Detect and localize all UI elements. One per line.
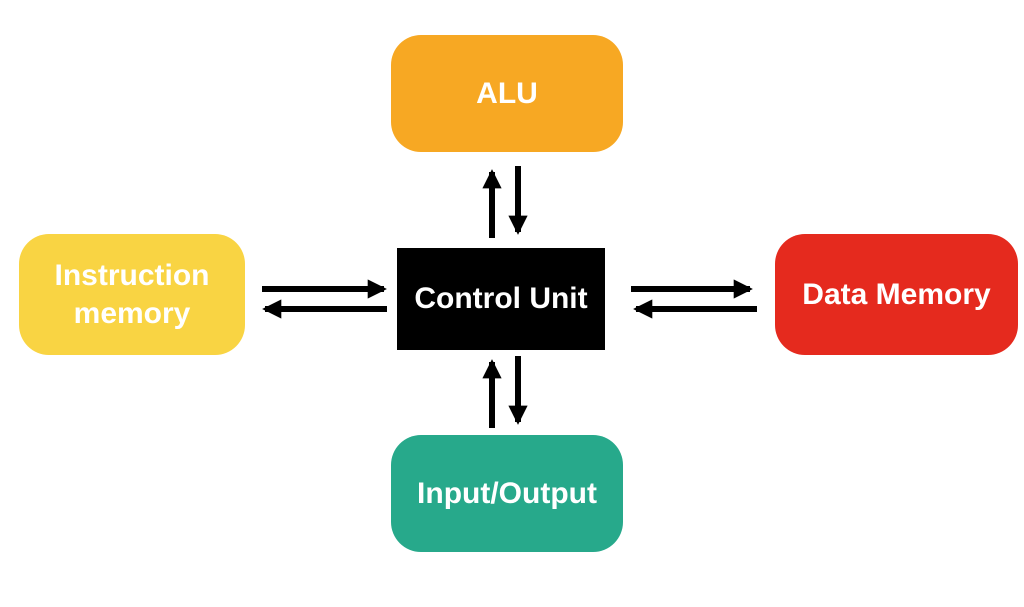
node-data-memory-label: Data Memory bbox=[802, 277, 991, 311]
node-alu: ALU bbox=[391, 35, 623, 152]
node-alu-label: ALU bbox=[476, 76, 538, 110]
node-input-output: Input/Output bbox=[391, 435, 623, 552]
node-data-memory: Data Memory bbox=[775, 234, 1018, 355]
node-control-unit-label: Control Unit bbox=[414, 282, 588, 316]
node-control-unit: Control Unit bbox=[397, 248, 605, 350]
node-input-output-label: Input/Output bbox=[417, 476, 597, 510]
node-instruction-memory: Instruction memory bbox=[19, 234, 245, 355]
node-instruction-memory-label: Instruction memory bbox=[54, 259, 210, 330]
